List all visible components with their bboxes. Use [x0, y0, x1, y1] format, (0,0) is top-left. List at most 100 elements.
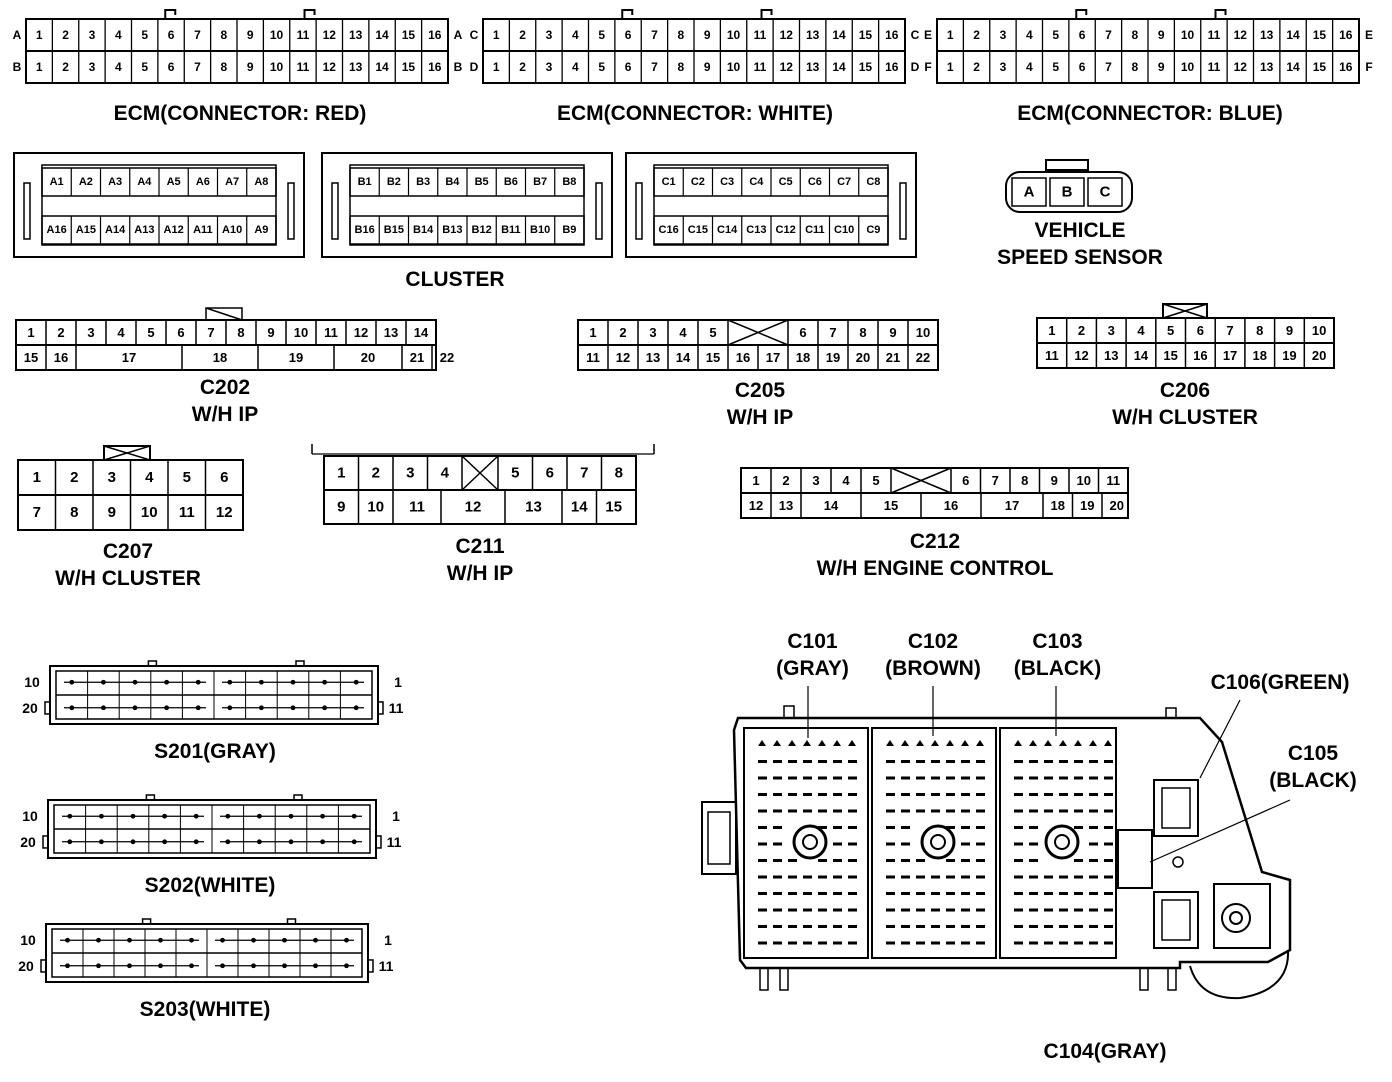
pin-cavity — [818, 859, 827, 862]
pin-cavity — [833, 892, 842, 895]
c205-connector-pin: 7 — [829, 325, 836, 340]
c212-connector-pin: 13 — [779, 498, 793, 513]
pin-cavity — [803, 793, 812, 796]
ecm-pin: 6 — [625, 28, 632, 42]
c205-caption: C205 W/H IP — [660, 377, 860, 431]
splice-dot — [351, 813, 357, 819]
outline — [321, 152, 613, 258]
cluster-pin: B2 — [387, 176, 401, 188]
splice-end-label: 10 — [20, 932, 36, 948]
outline — [625, 152, 917, 258]
pin-cavity — [916, 793, 925, 796]
pin-cavity — [1104, 776, 1113, 780]
pin-cavity — [788, 760, 797, 763]
pin-cavity — [758, 941, 767, 945]
pin-cavity — [961, 776, 970, 780]
outline — [293, 794, 303, 801]
splice-dot — [290, 705, 296, 711]
pin-cavity — [976, 760, 985, 763]
pin-cavity — [946, 809, 955, 813]
c202-connector-pin: 8 — [237, 325, 244, 340]
ecm-red-connector: 1122334455667788991010111112121313141415… — [13, 9, 463, 84]
cluster-pin: A1 — [50, 176, 64, 188]
pin-cavity — [931, 760, 940, 763]
outline — [44, 701, 51, 715]
splice-dot — [69, 679, 75, 685]
pin-cavity — [1074, 908, 1083, 912]
ecm-pin: 9 — [1158, 28, 1165, 42]
pin-cavity — [1044, 925, 1053, 928]
outline — [331, 182, 339, 240]
ecm-row-label: F — [924, 60, 931, 74]
pin-cavity — [901, 908, 910, 912]
outline — [367, 959, 374, 973]
header-pin — [1059, 740, 1067, 746]
pin-cavity — [758, 793, 767, 796]
splice-dot — [220, 963, 225, 969]
ecm-pin: 9 — [247, 28, 254, 42]
cluster-pin: C4 — [749, 176, 764, 188]
c205-connector-pin: 1 — [589, 325, 596, 340]
ecm-pin: 3 — [546, 28, 553, 42]
pin-cavity — [1044, 793, 1053, 796]
pin-cavity — [916, 925, 925, 928]
pin-cavity — [901, 859, 910, 862]
pin-cavity — [961, 859, 970, 862]
ecm-pin: 7 — [1105, 28, 1112, 42]
c206-connector-pin: 11 — [1045, 348, 1059, 363]
outline — [103, 445, 151, 461]
pin-cavity — [848, 842, 857, 846]
pin-cavity — [803, 925, 812, 928]
outline — [40, 959, 47, 973]
ecm-pin: 16 — [885, 28, 899, 42]
c212-sub: W/H ENGINE CONTROL — [816, 557, 1054, 580]
c205-connector-pin: 22 — [916, 350, 930, 365]
outline — [759, 967, 769, 991]
pin-cavity — [946, 925, 955, 928]
cluster-pin: A8 — [254, 176, 268, 188]
pin-cavity — [848, 925, 857, 928]
pin-cavity — [931, 908, 940, 912]
header-pin — [1029, 740, 1037, 746]
outline — [783, 705, 795, 719]
splice-dot — [162, 839, 168, 845]
outline — [377, 701, 384, 715]
c202-connector-pin: 7 — [207, 325, 214, 340]
pin-cavity — [1074, 892, 1083, 895]
pin-cavity — [961, 809, 970, 813]
pin-cavity — [1089, 793, 1098, 796]
s203-title: S203(WHITE) — [139, 998, 271, 1021]
splice-dot — [344, 963, 349, 969]
c206-connector-pin: 10 — [1312, 323, 1326, 338]
pin-cavity — [773, 859, 782, 862]
ecm-pin: 10 — [270, 60, 284, 74]
header-pin — [833, 740, 841, 746]
cluster-pin: C7 — [837, 176, 851, 188]
ecm-pin: 8 — [1131, 60, 1138, 74]
c206-name: C206 — [1159, 379, 1211, 402]
pin-cavity — [803, 809, 812, 813]
header-pin — [818, 740, 826, 746]
cluster-pin: B4 — [445, 176, 460, 188]
pin-cavity — [1059, 925, 1068, 928]
c105-color: (BLACK) — [1269, 769, 1357, 792]
cluster-pin: A16 — [47, 224, 67, 236]
splice-dot — [195, 705, 201, 711]
pin-cavity — [803, 941, 812, 945]
c105-name: C105 — [1287, 742, 1339, 765]
pin-cavity — [773, 908, 782, 912]
c211-connector-pin: 1 — [337, 465, 345, 482]
ecm-pin: 2 — [519, 60, 526, 74]
pin-cavity — [788, 793, 797, 796]
header-pin — [1044, 740, 1052, 746]
c205-name: C205 — [734, 379, 786, 402]
c212-connector-pin: 9 — [1051, 473, 1058, 488]
ecm-pin: 11 — [754, 28, 767, 42]
divider — [727, 319, 789, 346]
pin-cavity — [1014, 776, 1023, 780]
c205-connector-pin: 14 — [676, 350, 691, 365]
cluster-pin: C2 — [691, 176, 705, 188]
ecm-pin: 11 — [1208, 60, 1221, 74]
